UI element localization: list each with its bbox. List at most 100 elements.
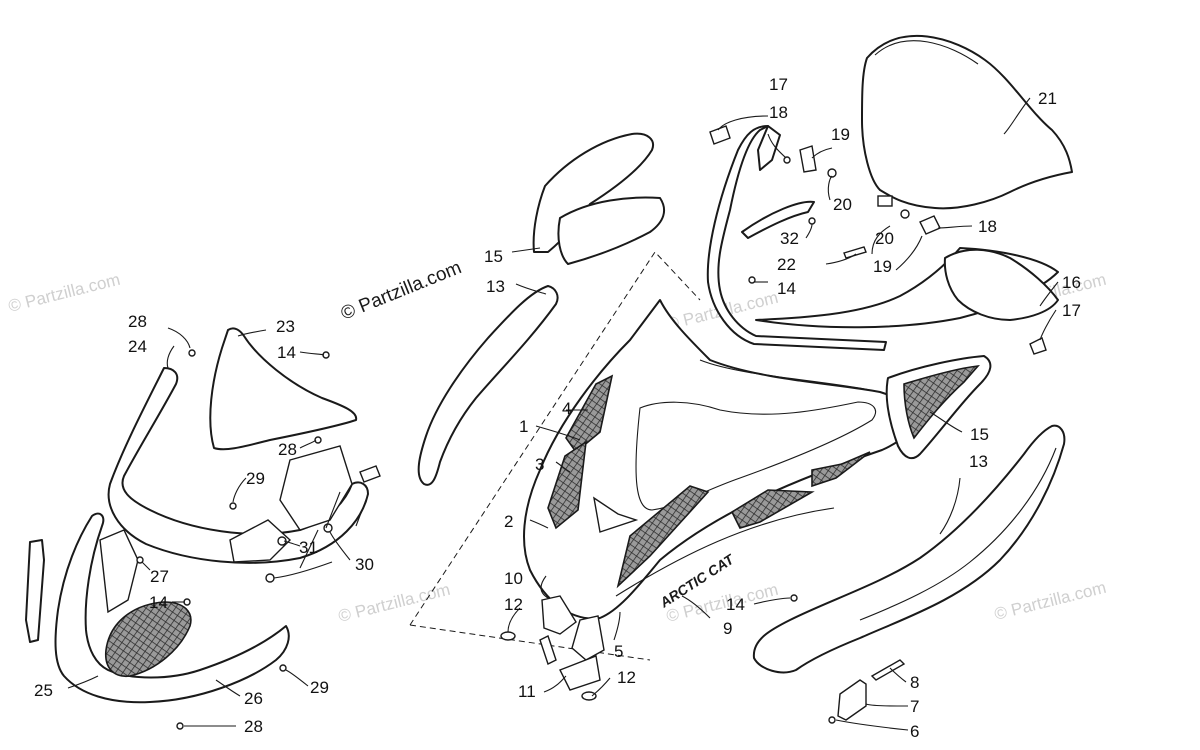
nut <box>265 573 275 583</box>
frame-arm <box>757 125 781 171</box>
side-strip <box>25 539 45 643</box>
bolt <box>359 465 381 483</box>
vent-mesh <box>811 451 871 488</box>
grommet <box>581 691 597 701</box>
leader-lines <box>67 97 1059 731</box>
nut <box>323 523 333 533</box>
hood-body-line <box>635 401 876 511</box>
callout-label: 14 <box>277 343 296 362</box>
callout-label: 27 <box>150 567 169 586</box>
screw <box>900 209 910 219</box>
assembly-outline <box>409 251 701 626</box>
hood <box>523 299 913 620</box>
callout-label: 20 <box>875 229 894 248</box>
callout-label: 13 <box>486 277 505 296</box>
callout-label: 6 <box>910 722 919 741</box>
rivet <box>748 276 756 284</box>
callout-label: 32 <box>780 229 799 248</box>
callout-label: 28 <box>278 440 297 459</box>
callout-label: 21 <box>1038 89 1057 108</box>
callout-label: 23 <box>276 317 295 336</box>
latch-bracket <box>539 635 557 665</box>
windshield <box>861 35 1073 210</box>
callout-label: 4 <box>562 399 571 418</box>
upper-hood-frame <box>706 125 887 351</box>
callout-label: 28 <box>128 312 147 331</box>
washer <box>783 156 791 164</box>
callout-label: 7 <box>910 697 919 716</box>
vent-mesh <box>616 485 710 589</box>
clip <box>799 145 817 173</box>
callout-label: 14 <box>777 279 796 298</box>
hood-body-line <box>699 359 871 391</box>
callout-label: 12 <box>617 668 636 687</box>
callout-label: 16 <box>1062 273 1081 292</box>
callout-label: 19 <box>831 125 850 144</box>
push-pin <box>229 502 237 510</box>
callout-label: 1 <box>519 417 528 436</box>
lower-nose-panel <box>54 512 290 704</box>
vent-mesh <box>730 489 815 529</box>
callout-label: 14 <box>149 593 168 612</box>
callout-label: 19 <box>873 257 892 276</box>
watermark: © Partzilla.com <box>992 578 1108 624</box>
callout-label: 20 <box>833 195 852 214</box>
grommet <box>500 631 516 641</box>
bumper-pad <box>709 125 731 145</box>
screw <box>176 722 184 730</box>
callout-label: 15 <box>970 425 989 444</box>
callout-label: 18 <box>769 103 788 122</box>
callout-label: 25 <box>34 681 53 700</box>
bolt <box>870 659 906 681</box>
latch-strap <box>559 655 601 691</box>
side-rail-right <box>752 424 1066 674</box>
callout-label: 17 <box>1062 301 1081 320</box>
callout-label: 24 <box>128 337 147 356</box>
callout-labels: 17 18 19 20 21 20 18 19 32 22 14 16 17 1… <box>34 75 1081 741</box>
callout-label: 8 <box>910 673 919 692</box>
callout-label: 15 <box>484 247 503 266</box>
callout-label: 9 <box>723 619 732 638</box>
bumper-pad <box>1029 337 1047 355</box>
decal-stripe <box>615 507 835 597</box>
callout-label: 12 <box>504 595 523 614</box>
callout-label: 2 <box>504 512 513 531</box>
screw <box>790 594 798 602</box>
nose-frame <box>107 367 369 564</box>
side-rail-left <box>417 285 559 486</box>
callout-label: 26 <box>244 689 263 708</box>
hinge-bracket <box>571 615 605 661</box>
windshield-tab <box>877 195 893 207</box>
watermark: © Partzilla.com <box>6 270 122 316</box>
vent-mesh <box>547 440 587 530</box>
screw <box>188 349 196 357</box>
nose-cone-upper <box>209 327 358 451</box>
callout-label: 18 <box>978 217 997 236</box>
callout-label: 30 <box>355 555 374 574</box>
callout-label: 31 <box>299 538 318 557</box>
vent-mesh <box>903 364 980 440</box>
nose-bracket <box>229 519 292 563</box>
nose-bracket <box>279 445 353 531</box>
callout-label: 29 <box>310 678 329 697</box>
callout-label: 3 <box>535 455 544 474</box>
callout-label: 22 <box>777 255 796 274</box>
mount-bracket <box>837 679 867 721</box>
side-panel-right <box>943 248 1059 321</box>
vent-mesh <box>565 374 614 454</box>
clip <box>919 215 941 235</box>
rivet <box>136 556 144 564</box>
callout-label: 29 <box>246 469 265 488</box>
callout-label: 28 <box>244 717 263 736</box>
screw <box>828 716 836 724</box>
callout-label: 13 <box>969 452 988 471</box>
screw <box>827 168 837 178</box>
spring-pin <box>843 246 867 259</box>
windshield-edge <box>874 40 979 65</box>
push-pin <box>279 664 287 672</box>
callout-label: 17 <box>769 75 788 94</box>
callout-label: 5 <box>614 642 623 661</box>
assembly-outline <box>409 624 651 661</box>
grill-mesh <box>105 601 192 677</box>
rail-edge <box>859 447 1057 621</box>
